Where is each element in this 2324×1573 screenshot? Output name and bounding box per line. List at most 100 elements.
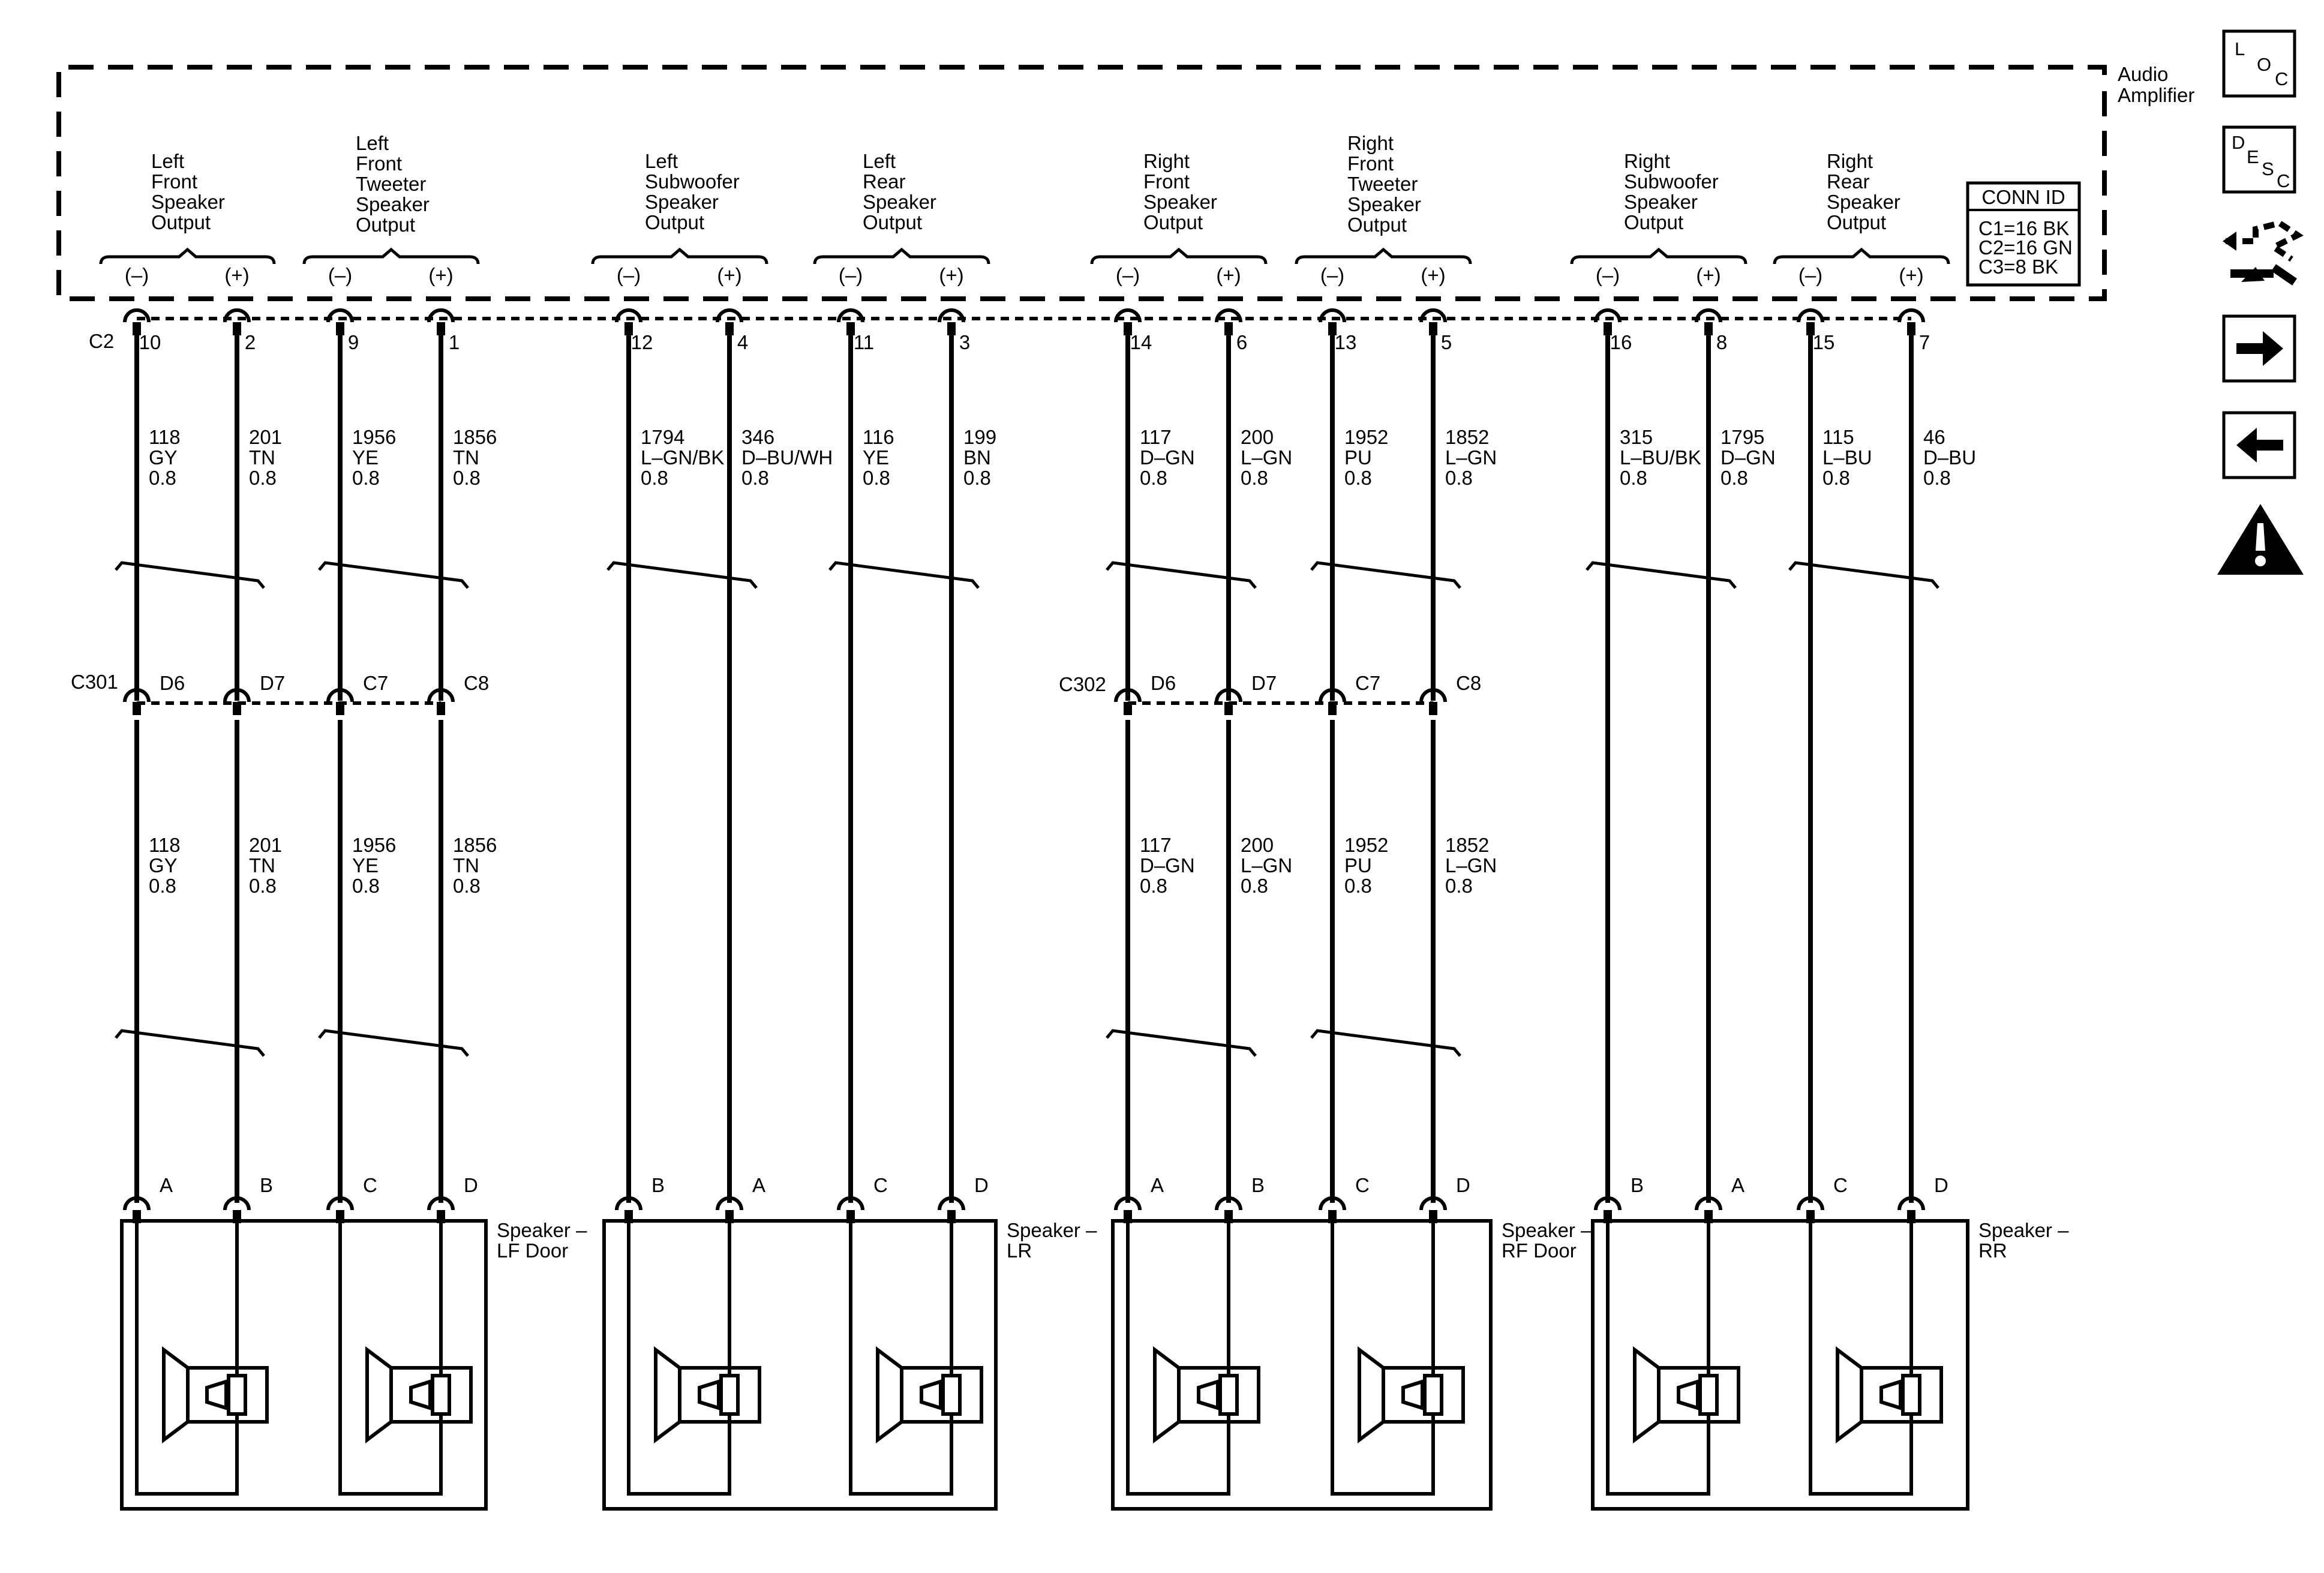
wire-break-mark bbox=[318, 561, 469, 589]
wire-gauge: 0.8 bbox=[453, 467, 481, 489]
output-label-line: Output bbox=[356, 214, 415, 236]
wire-circuit-number: 1856 bbox=[453, 426, 497, 448]
conn-id-line1: C1=16 BK bbox=[1978, 217, 2069, 239]
output-brace bbox=[1295, 247, 1472, 265]
wire-gauge: 0.8 bbox=[1620, 467, 1647, 489]
polarity-sign: (–) bbox=[839, 264, 863, 286]
arrow-right-icon[interactable] bbox=[2222, 314, 2296, 383]
polarity-sign: (–) bbox=[1116, 264, 1140, 286]
wire-circuit-number: 1795 bbox=[1721, 426, 1764, 448]
output-label-line: Right bbox=[1143, 150, 1190, 172]
output-label-line: Output bbox=[863, 211, 922, 233]
wire-circuit-number: 118 bbox=[149, 834, 181, 856]
amp-pin-terminal bbox=[1797, 308, 1824, 323]
output-label-line: Left bbox=[863, 150, 896, 172]
polarity-sign: (+) bbox=[939, 264, 963, 286]
wire-gauge: 0.8 bbox=[352, 467, 380, 489]
wire-break-mark bbox=[828, 561, 980, 589]
amp-pin-terminal bbox=[1114, 308, 1142, 323]
speaker-pin-terminal bbox=[326, 1196, 354, 1211]
wire-color: YE bbox=[863, 446, 889, 469]
loc-icon[interactable]: L O C bbox=[2222, 29, 2296, 98]
output-label-line: Right bbox=[1624, 150, 1670, 172]
wire-circuit-number: 201 bbox=[249, 834, 282, 856]
speaker-pin-terminal bbox=[1594, 1196, 1622, 1211]
speaker-magnet-icon bbox=[1657, 1366, 1740, 1424]
amp-pin-number: 15 bbox=[1813, 331, 1835, 353]
wire-gauge: 0.8 bbox=[741, 467, 769, 489]
inline-pin-terminal bbox=[427, 688, 455, 703]
desc-icon-letter-d: D bbox=[2232, 132, 2245, 153]
polarity-sign: (–) bbox=[1596, 264, 1620, 286]
output-label-line: Front bbox=[356, 152, 402, 175]
warning-icon[interactable] bbox=[2217, 504, 2304, 575]
wire-break-mark bbox=[1310, 1029, 1461, 1057]
speaker-pin-terminal bbox=[1319, 1196, 1346, 1211]
speaker-name-line2: RF Door bbox=[1502, 1239, 1577, 1262]
speaker-housing bbox=[1591, 1219, 1969, 1511]
arrow-left-icon[interactable] bbox=[2222, 411, 2296, 479]
speaker-name-line1: Speaker – bbox=[1978, 1219, 2069, 1241]
speaker-name-line2: LR bbox=[1007, 1239, 1032, 1262]
wire-circuit-number: 118 bbox=[149, 426, 181, 448]
speaker-magnet-icon bbox=[900, 1366, 983, 1424]
amp-pin-terminal-stub bbox=[233, 322, 241, 335]
desc-icon-letter-s: S bbox=[2262, 158, 2274, 179]
inline-pin-terminal-stub bbox=[437, 702, 445, 715]
speaker-pin-label: C bbox=[873, 1174, 888, 1196]
amp-pin-number: 4 bbox=[737, 331, 748, 353]
output-labels-layer: LeftFrontSpeakerOutputLeftFrontTweeterSp… bbox=[99, 132, 1950, 265]
polarity-sign: (–) bbox=[125, 264, 149, 286]
inline-pin-terminal-stub bbox=[1224, 702, 1233, 715]
speaker-terminal-icon bbox=[1901, 1374, 1921, 1416]
inline-pin-terminal bbox=[123, 688, 151, 703]
connector-c302-label: C302 bbox=[1059, 673, 1106, 695]
speaker-pin-label: D bbox=[1934, 1174, 1948, 1196]
speaker-1: Speaker –LR bbox=[602, 1219, 1097, 1511]
wire-color: GY bbox=[149, 446, 178, 469]
amp-pin-terminal-stub bbox=[437, 322, 445, 335]
amp-pin-number: 11 bbox=[854, 331, 874, 353]
output-label-line: Tweeter bbox=[1347, 173, 1418, 195]
speaker-pin-label: A bbox=[1731, 1174, 1744, 1196]
speaker-pin-terminal bbox=[1419, 1196, 1447, 1211]
wire-gauge: 0.8 bbox=[249, 875, 277, 897]
wire-circuit-number: 1956 bbox=[352, 426, 396, 448]
amp-pin-terminal-stub bbox=[1124, 322, 1132, 335]
output-label-line: Subwoofer bbox=[645, 170, 740, 193]
wire-break-mark bbox=[1586, 561, 1737, 589]
wire-break-mark bbox=[115, 1029, 265, 1057]
wire-color: L–GN bbox=[1445, 854, 1497, 876]
desc-icon[interactable]: D E S C bbox=[2222, 125, 2296, 194]
speaker-terminal-icon bbox=[719, 1374, 740, 1416]
amp-pin-number: 5 bbox=[1441, 331, 1452, 353]
amp-pin-terminal-stub bbox=[1328, 322, 1337, 335]
amp-pin-terminal-stub bbox=[1429, 322, 1437, 335]
wire-circuit-number: 1852 bbox=[1445, 834, 1489, 856]
conn-id-line2: C2=16 GN bbox=[1978, 236, 2073, 259]
amplifier-name-line2: Amplifier bbox=[2118, 84, 2194, 106]
wire-circuit-number: 115 bbox=[1822, 426, 1854, 448]
wire-circuit-number: 46 bbox=[1923, 426, 1945, 448]
wire-circuit-number: 1794 bbox=[641, 426, 684, 448]
speaker-cone-icon bbox=[1358, 1346, 1385, 1443]
speaker-pin-label: A bbox=[1151, 1174, 1164, 1196]
speaker-pin-label: A bbox=[160, 1174, 173, 1196]
speaker-magnet-icon bbox=[186, 1366, 269, 1424]
amp-pin-terminal bbox=[326, 308, 354, 323]
speaker-pin-terminal bbox=[837, 1196, 864, 1211]
speaker-magnet-icon bbox=[1177, 1366, 1260, 1424]
harness-icon[interactable] bbox=[2223, 220, 2304, 286]
speaker-cone-icon bbox=[876, 1346, 903, 1443]
output-group-4: (–)14D6117D–GN0.8117D–GN0.8A(+)6D7200L–G… bbox=[1106, 264, 1292, 1223]
speaker-pin-label: B bbox=[1251, 1174, 1265, 1196]
amplifier-name-line1: Audio bbox=[2118, 63, 2168, 85]
speaker-pin-label: A bbox=[752, 1174, 765, 1196]
speaker-pin-terminal bbox=[938, 1196, 965, 1211]
wire-circuit-number: 346 bbox=[741, 426, 774, 448]
output-group-5: (–)13C71952PU0.81952PU0.8C(+)5C81852L–GN… bbox=[1310, 264, 1497, 1223]
